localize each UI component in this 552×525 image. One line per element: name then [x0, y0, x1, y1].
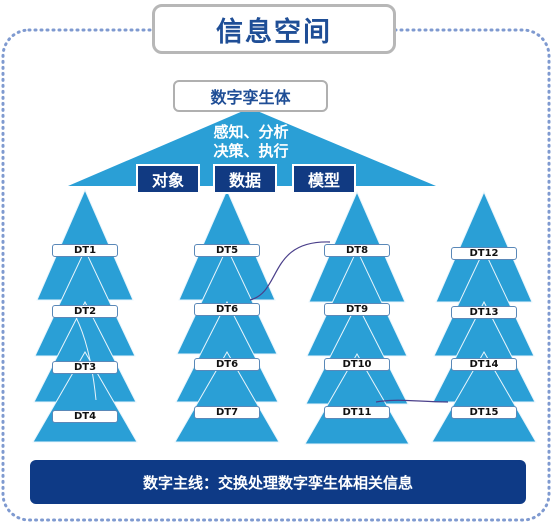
twin-label-dt9: DT9 — [324, 303, 390, 316]
tag-data: 数据 — [213, 164, 277, 194]
twin-label-dt15: DT15 — [451, 406, 517, 419]
twin-label-dt10: DT10 — [324, 358, 390, 371]
capability-line-1: 感知、分析 — [213, 123, 289, 141]
twin-label-dt1: DT1 — [52, 244, 118, 257]
twin-label-dt8: DT8 — [324, 244, 390, 257]
digital-thread-bar: 数字主线：交换处理数字孪生体相关信息 — [30, 460, 526, 504]
twin-triangle-dt11 — [304, 353, 410, 445]
twin-label-dt3: DT3 — [52, 361, 118, 374]
twin-triangle-dt7 — [174, 351, 280, 443]
twin-stacks — [32, 188, 537, 445]
page-title: 信息空间 — [152, 4, 396, 54]
twin-label-dt7: DT7 — [194, 406, 260, 419]
twin-label-dt2: DT2 — [52, 305, 118, 318]
twin-label-dt4: DT4 — [52, 410, 118, 423]
twin-label-dt5: DT5 — [194, 244, 260, 257]
capability-line-2: 决策、执行 — [213, 142, 289, 160]
connector-dt11-dt15 — [375, 399, 449, 403]
twin-label-dt11: DT11 — [324, 406, 390, 419]
twin-label-dt6: DT6 — [194, 358, 260, 371]
tag-object: 对象 — [136, 164, 200, 194]
digital-twin-box: 数字孪生体 — [173, 80, 328, 112]
twin-label-dt13: DT13 — [451, 306, 517, 319]
tag-model: 模型 — [292, 164, 356, 194]
twin-label-dt14: DT14 — [451, 358, 517, 371]
twin-label-dt12: DT12 — [451, 247, 517, 260]
twin-triangle-dt15 — [431, 351, 537, 443]
twin-label-dt6: DT6 — [194, 303, 260, 316]
connector-dt6-dt8 — [249, 241, 331, 301]
